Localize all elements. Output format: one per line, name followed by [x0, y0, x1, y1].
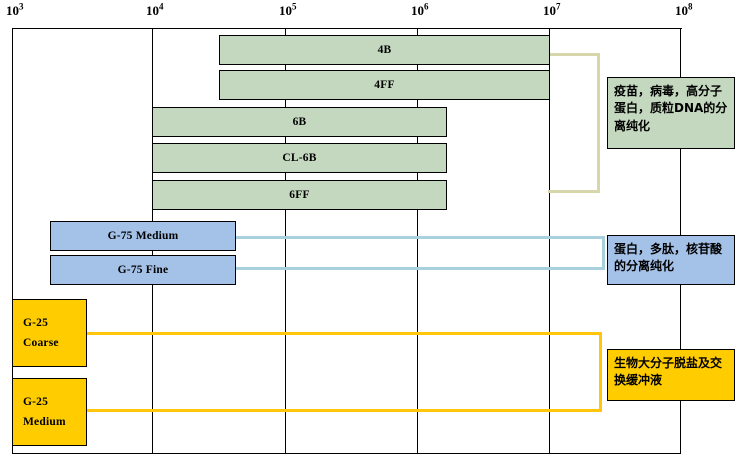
bar-label: 4FF	[374, 79, 395, 91]
bar-label-line2: Medium	[23, 416, 66, 428]
axis-tick-label-1e7: 107	[543, 1, 561, 18]
tick-base: 10	[146, 3, 159, 18]
bar-label: G-75 Fine	[117, 264, 169, 276]
bar-g25-coarse[interactable]: G-25 Coarse	[12, 299, 87, 367]
axis-tick-label-1e8: 108	[675, 1, 693, 18]
tick-base: 10	[411, 3, 424, 18]
tick-exponent: 7	[556, 1, 561, 12]
tick-base: 10	[279, 3, 292, 18]
x-axis-line	[12, 28, 682, 29]
bar-6b[interactable]: 6B	[152, 107, 447, 137]
bar-cl-6b[interactable]: CL-6B	[152, 143, 447, 173]
bracket-green-group	[548, 53, 600, 193]
callout-blue-applications: 蛋白，多肽，核苷酸的分离纯化	[607, 235, 735, 285]
axis-tick-label-1e5: 105	[279, 1, 297, 18]
bar-label: G-75 Medium	[107, 230, 179, 242]
bar-g25-medium[interactable]: G-25 Medium	[12, 378, 87, 446]
tick-exponent: 6	[424, 1, 429, 12]
bar-g75-fine[interactable]: G-75 Fine	[50, 255, 236, 285]
bar-label-line1: G-25	[23, 316, 49, 329]
callout-green-applications: 疫苗，病毒，高分子蛋白，质粒DNA的分离纯化	[607, 77, 735, 149]
axis-tick-label-1e3: 103	[6, 1, 24, 18]
bar-label: 6FF	[289, 189, 310, 201]
gridline-1e5	[285, 28, 286, 454]
axis-tick-label-1e4: 104	[146, 1, 164, 18]
gridline-1e7	[549, 28, 550, 454]
bar-label-line2: Coarse	[23, 337, 59, 349]
bar-4ff[interactable]: 4FF	[219, 70, 550, 100]
bracket-blue-group	[234, 236, 605, 270]
bar-4b[interactable]: 4B	[219, 35, 550, 65]
axis-tick-label-1e6: 106	[411, 1, 429, 18]
bar-label-line1: G-25	[23, 395, 49, 408]
tick-exponent: 5	[292, 1, 297, 12]
bar-g75-medium[interactable]: G-75 Medium	[50, 221, 236, 251]
tick-exponent: 3	[19, 1, 24, 12]
bar-label: CL-6B	[282, 152, 317, 164]
tick-base: 10	[675, 3, 688, 18]
tick-base: 10	[543, 3, 556, 18]
bar-label: 4B	[377, 44, 392, 56]
bar-label: 6B	[292, 116, 307, 128]
bar-6ff[interactable]: 6FF	[152, 180, 447, 210]
tick-exponent: 8	[688, 1, 693, 12]
gridline-1e6	[417, 28, 418, 454]
bracket-yellow-group	[85, 332, 602, 412]
callout-yellow-applications: 生物大分子脱盐及交换缓冲液	[607, 349, 735, 401]
tick-base: 10	[6, 3, 19, 18]
tick-exponent: 4	[159, 1, 164, 12]
